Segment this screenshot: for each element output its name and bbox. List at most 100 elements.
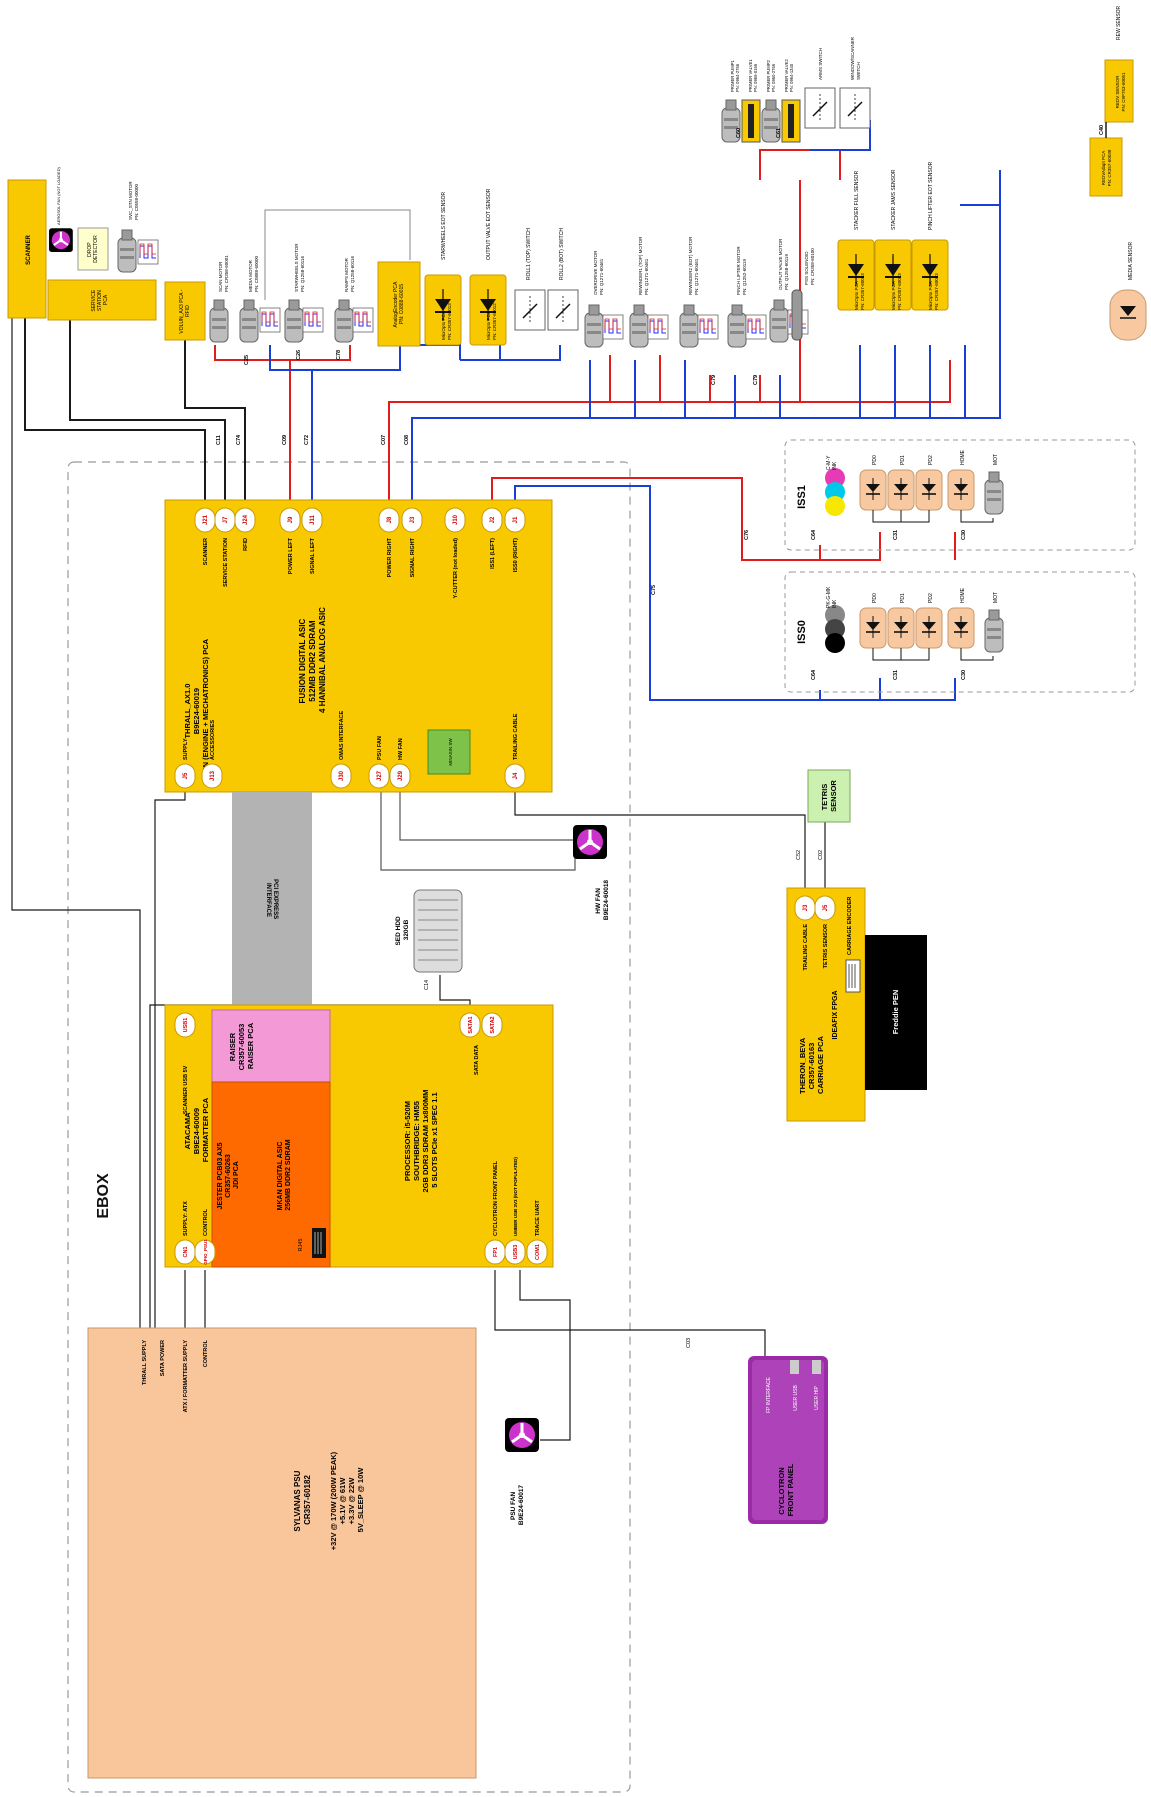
roll2-switch-icon [547,289,579,331]
redv-adapt-box [1089,137,1123,197]
cable-labels: C11 C74 C25 C26 C78 C09 C72 C07 C08 C79 … [216,125,1105,680]
carriage-conn-j5: J5 [823,904,829,911]
ramps-motor-wave [352,307,374,333]
rfid-box [164,281,206,341]
tetris-label: TETRIS SENSOR [820,780,838,812]
iss1-home: HOME [960,449,966,465]
iss0-home: HOME [960,587,966,603]
conn-fp1: FP1 [493,1247,499,1257]
pss-solenoid-icon [791,289,803,341]
svg-text:ACCESSORIES: ACCESSORIES [210,720,216,760]
svc-stn-motor-wave [137,239,159,265]
svg-text:CYCLOTRON FRONT PANEL: CYCLOTRON FRONT PANEL [493,1160,499,1236]
starwheels-pca-label: MicrOpto PCAPN: CR357-60013 [441,303,452,340]
primer-group [721,99,801,143]
media-motor-wave [259,307,281,333]
jdi-asic-label: MKAN DIGITAL ASIC 256MB DDR2 SDRAM [277,1139,292,1210]
svg-text:C30: C30 [961,670,967,680]
svg-text:C74: C74 [236,434,242,445]
starwheels-eot-sensor-label: STARWHEELS EOT SENSOR [441,192,447,260]
iss0-label: ISS0 [796,620,808,644]
hdd-cable-label: C14 [424,980,430,990]
jdi-pca [211,1081,331,1268]
svg-text:OMAS INTERFACE: OMAS INTERFACE [339,710,345,760]
carriage-conn-j3-label: TRAILING CABLE [803,924,809,971]
iss0-ink-label: PK-G-MKINK [826,586,838,608]
conn-j9: J9 [288,516,294,523]
redv-sensor-label: REW SENSOR [1116,5,1122,40]
carriage-title: THERON_BEVA CR357-60163 CARRIAGE PCA [798,1035,825,1094]
main-board-title: THRALL_AX1.0 B9E24-60019 MAIN (ENGINE + … [183,638,210,781]
service-station-box [47,279,157,321]
conn-sata1-label: SATA DATA [474,1045,480,1075]
stacker-jams-sensor-label: STACKER JAMS SENSOR [891,169,897,230]
svg-text:SCANNER: SCANNER [203,538,209,565]
window-switch-icon [839,87,871,129]
carriage-encoder-icon [845,959,861,993]
svg-text:C07: C07 [381,435,387,445]
svg-text:C79: C79 [711,375,717,385]
conn-j30: J30 [339,770,345,781]
roll1-switch-icon [514,289,546,331]
user-usb-label: USER USB [793,1385,799,1411]
conn-j3: J3 [410,516,416,523]
svg-text:SUPPLY: ATX: SUPPLY: ATX [183,1201,189,1236]
starwheels-motor-icon [284,299,304,343]
svg-text:POWER RIGHT: POWER RIGHT [387,537,393,577]
conn-j13: J13 [210,770,216,781]
svc-stn-motor-icon [117,229,137,273]
conn-com1: COM1 [535,1244,541,1260]
conn-j24: J24 [243,514,249,525]
svg-text:PSU FAN: PSU FAN [377,736,383,760]
primer-valve2-label: PRIMER VALVE2PN: 0964-1340 [784,59,794,92]
conn-j7: J7 [223,516,229,523]
psu-title: SYLVANAS PSU CR357-60182 [293,1468,312,1531]
conn-usb1: USB1 [183,1018,189,1033]
carriage-encoder-label: CARRIAGE ENCODER [847,897,853,955]
stacker-full-pca: MicrOpto PCAPN: CR357-60013 [854,273,865,310]
svg-text:C60: C60 [736,128,742,138]
svg-text:RFID: RFID [243,538,249,551]
iss1-mot: MOT [993,454,999,465]
user-hip-label: USER HIP [814,1386,820,1410]
conn-j10: J10 [453,514,459,525]
conn-j4: J4 [513,772,519,779]
svg-text:Y-CUTTER (not loaded): Y-CUTTER (not loaded) [453,538,459,599]
hdd-icon [413,889,463,973]
conn-j21: J21 [203,514,209,525]
svg-text:ATX / FORMATTER SUPPLY: ATX / FORMATTER SUPPLY [183,1340,189,1413]
front-panel-highlight [752,1360,824,1520]
pinch-lifter-eot-sensor-label: PINCH LIFTER EOT SENSOR [928,161,934,230]
user-hip-port [812,1360,821,1374]
freddie-pen-label: Freddie PEN [891,990,900,1035]
svg-text:C31: C31 [893,670,899,680]
psu-fan-label: PSU FAN B9E24-60017 [510,1485,525,1525]
carriage-fpga: IDEAFIX FPGA [832,990,839,1039]
formatter-bottom-labels: SUPPLY: ATX CONTROL CYCLOTRON FRONT PANE… [183,1157,541,1236]
pinch-lifter-motor-label: PINCH LIFTER MOTORPN: Q1252-60119 [736,246,747,295]
svc-stn-motor-label: SVC_STN MOTOR PN: C0558-00000 [128,180,139,220]
aerosol-fan-label: AEROSOL FAN (NOT LOADED) [56,167,61,225]
scan-motor-icon [209,299,229,343]
top-motors [209,299,374,343]
psu-specs: +32V @ 170W (200W PEAK) +5.1V @ 61W +3.3… [329,1450,365,1550]
svg-text:SATA POWER: SATA POWER [160,1340,166,1376]
svg-text:SIGNAL LEFT: SIGNAL LEFT [310,537,316,574]
conn-j11: J11 [310,515,316,525]
media-sensor-label: MEDIA SENSOR [1128,242,1134,280]
iss1-pd2: PD2 [928,455,934,465]
arms-switch-label: ARMS SWITCH [818,48,823,80]
iss1-label: ISS1 [796,485,808,509]
svg-text:SIGNAL RIGHT: SIGNAL RIGHT [410,537,416,577]
window-switch-label: WINDOW/SCANNERSWITCH [850,36,861,80]
svg-text:CONTROL: CONTROL [203,1208,209,1236]
svg-text:ISS0 (RIGHT): ISS0 (RIGHT) [513,538,519,572]
tetris-sensor [807,769,851,823]
svg-text:POWER LEFT: POWER LEFT [288,537,294,574]
service-station-label: SERVICE STATION PCA [91,288,109,311]
svg-text:C61: C61 [776,128,782,138]
pcie-label: PCI EXPRESS INTERFACE [265,879,278,921]
right-motors [584,299,809,348]
main-board-top-labels: SCANNER SERVICE STATION RFID POWER LEFT … [203,537,519,598]
main-board-bottom-connectors: J5 J13 J30 J27 J29 J4 [174,763,526,789]
